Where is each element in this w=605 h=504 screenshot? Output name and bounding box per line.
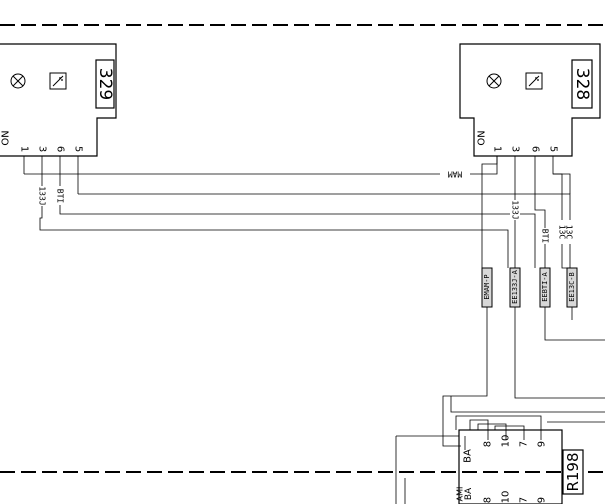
- connector-ee13c-b: [566, 267, 578, 308]
- pin-label-9: 9: [537, 441, 548, 447]
- pin-label-6: 6: [55, 146, 66, 152]
- wire-label-13c: 13C: [558, 225, 567, 240]
- pin-label-6: 6: [530, 146, 541, 152]
- switch-diagonal-icon: [49, 72, 67, 90]
- pin-label-10: 10: [501, 491, 512, 504]
- module-329-id: 329: [95, 68, 115, 100]
- wires: [23, 156, 605, 504]
- wire-label-133j: 133J: [38, 186, 47, 205]
- connector-ee133j-a: [509, 267, 521, 308]
- pin-label-8: 8: [483, 497, 494, 503]
- connector-emam-p: [481, 267, 493, 308]
- lamp-cross-icon: [486, 73, 502, 89]
- module-r198: R198 8 10 7 9 8 10 7 9 BA BA AMI: [456, 429, 584, 504]
- pin-label-3: 3: [510, 146, 521, 152]
- pin-label-1: 1: [19, 146, 30, 152]
- connector-row: EMAM-P EE133J-A EEBTI-A EE13C-B: [481, 267, 578, 308]
- ba-label: BA: [463, 449, 474, 463]
- module-329: 329 NO 1 3 6 5: [0, 43, 117, 157]
- ba-label-lower: BA: [464, 487, 474, 500]
- wire-label-mam: MAM: [448, 170, 463, 179]
- pin-label-7: 7: [519, 497, 530, 503]
- connector-eebti-a: [539, 267, 551, 308]
- pin-label-10: 10: [501, 435, 512, 448]
- pin-label-no: NO: [475, 130, 486, 145]
- module-328: 328 NO 1 3 6 5: [459, 43, 601, 157]
- connector-label: EE133J-A: [511, 269, 519, 304]
- pin-label-7: 7: [519, 441, 530, 447]
- wire-label-bti: BTI: [56, 189, 65, 204]
- pin-label-1: 1: [492, 146, 503, 152]
- switch-diagonal-icon: [525, 72, 543, 90]
- wire-label-13c: 13C: [565, 225, 574, 240]
- module-328-id: 328: [572, 68, 592, 100]
- lamp-cross-icon: [10, 73, 26, 89]
- pin-label-3: 3: [37, 146, 48, 152]
- module-r198-id: R198: [564, 452, 582, 491]
- connector-label: EEBTI-A: [541, 271, 549, 301]
- pin-label-9: 9: [537, 497, 548, 503]
- pin-label-5: 5: [73, 146, 84, 152]
- wire-labels: 133J BTI MAM 133J BTI 13C 13C: [36, 169, 574, 244]
- pin-label-8: 8: [483, 441, 494, 447]
- connector-label: EMAM-P: [483, 274, 491, 299]
- wire-label-133j: 133J: [511, 200, 520, 219]
- ami-label: AMI: [456, 487, 465, 502]
- pin-label-no: NO: [0, 130, 10, 145]
- wire-label-bti: BTI: [541, 229, 550, 244]
- connector-label: EE13C-B: [568, 272, 576, 302]
- pin-label-5: 5: [548, 146, 559, 152]
